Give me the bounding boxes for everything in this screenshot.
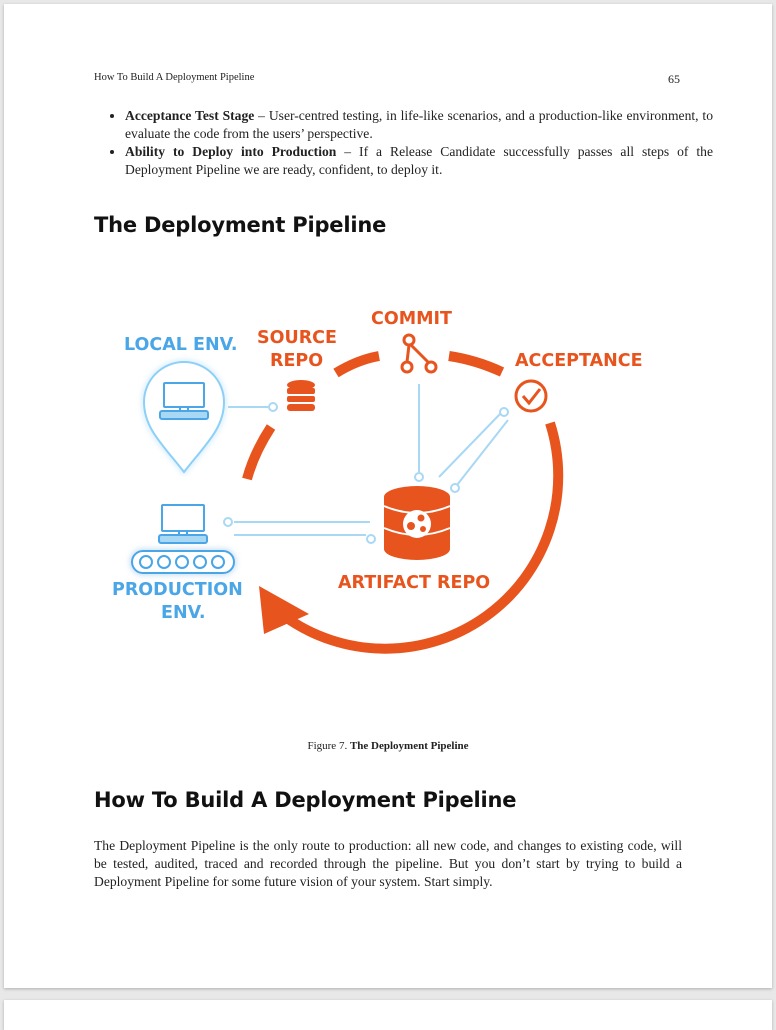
source-repo-label-line2: REPO xyxy=(270,351,324,371)
local-env-label: LOCAL ENV. xyxy=(124,335,238,355)
running-title: How To Build A Deployment Pipeline xyxy=(94,72,255,83)
next-page-edge xyxy=(4,1000,772,1030)
server-icon xyxy=(158,504,208,544)
production-env-label-line2: ENV. xyxy=(161,603,206,623)
caption-title: The Deployment Pipeline xyxy=(349,740,469,752)
figure-caption: Figure 7. The Deployment Pipeline xyxy=(94,740,682,752)
list-item: Ability to Deploy into Production – If a… xyxy=(125,143,713,179)
acceptance-label: ACCEPTANCE xyxy=(515,351,643,371)
section-heading: The Deployment Pipeline xyxy=(94,213,387,237)
artifact-repo-icon xyxy=(383,486,451,560)
caption-prefix: Figure 7. xyxy=(307,740,348,752)
artifact-repo-label: ARTIFACT REPO xyxy=(338,573,491,593)
pipeline-figure: COMMIT SOURCE REPO LOCAL ENV. ACCEPTANCE… xyxy=(94,294,682,714)
commit-icon xyxy=(400,333,438,374)
connector-lines xyxy=(223,384,509,544)
bullet-list: Acceptance Test Stage – User-centred tes… xyxy=(94,107,713,179)
production-env-label-line1: PRODUCTION xyxy=(112,580,243,600)
database-icon xyxy=(287,380,315,411)
conveyor-icon xyxy=(131,550,235,574)
check-circle-icon xyxy=(514,379,548,413)
list-item: Acceptance Test Stage – User-centred tes… xyxy=(125,107,713,143)
running-header: How To Build A Deployment Pipeline 65 xyxy=(94,72,680,86)
page-number: 65 xyxy=(668,72,680,86)
pipeline-arrowhead xyxy=(259,586,309,634)
document-page: How To Build A Deployment Pipeline 65 Ac… xyxy=(4,4,772,988)
bullet-term: Acceptance Test Stage xyxy=(125,108,255,123)
bullet-text: – If a Release Candidate successfully pa… xyxy=(125,144,713,177)
bullet-term: Ability to Deploy into Production xyxy=(125,144,337,159)
computer-icon xyxy=(159,382,209,420)
source-repo-label-line1: SOURCE xyxy=(257,328,337,348)
body-paragraph: The Deployment Pipeline is the only rout… xyxy=(94,838,682,889)
pipeline-arcs xyxy=(242,351,564,654)
commit-label: COMMIT xyxy=(371,309,452,329)
section-heading: How To Build A Deployment Pipeline xyxy=(94,788,517,812)
pipeline-diagram xyxy=(131,333,564,654)
bullet-text: – User-centred testing, in life-like sce… xyxy=(125,108,713,141)
